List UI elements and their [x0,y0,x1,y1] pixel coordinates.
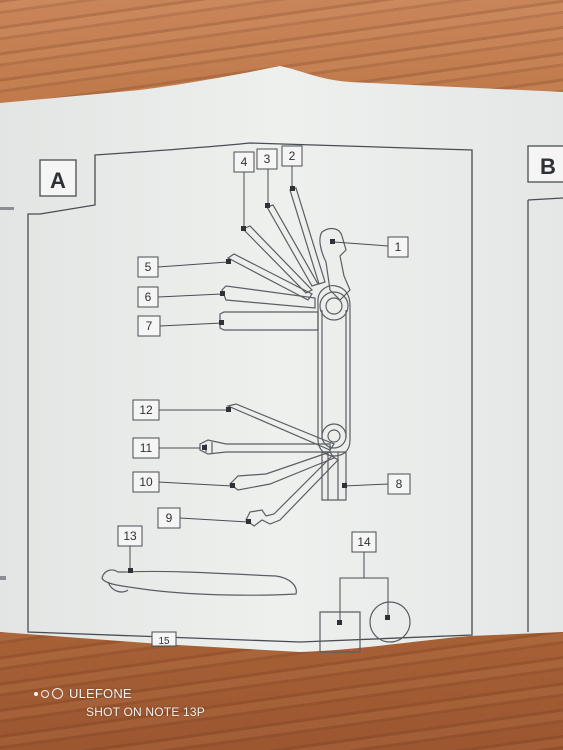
leader-lines [129,164,389,622]
tool-9-chain [245,455,339,527]
callout-box-2 [281,145,303,167]
callout-box-15 [151,631,177,647]
callout-box-12 [132,399,160,421]
callout-9: 9 [166,511,173,525]
callout-1: 1 [395,240,402,254]
callout-11: 11 [140,441,153,455]
edge-mark-top [0,207,14,210]
callout-2: 2 [289,149,296,163]
callout-box-10 [132,471,160,493]
watermark-shot-text: SHOT ON NOTE 13P [86,705,206,719]
callout-box-11 [132,437,160,459]
callout-box-3 [256,148,278,170]
tool-10-screwdriver [229,451,335,491]
bottle-opener [319,227,351,301]
callout-4: 4 [241,155,248,169]
leader-1 [333,241,389,247]
pivot-top-inner [325,297,343,315]
leader-6 [157,293,223,298]
tool-body-inner [321,310,347,438]
callout-12: 12 [139,403,153,417]
callout-13: 13 [123,529,137,543]
panel-b-frame [527,197,563,632]
panel-a-frame [27,142,473,643]
tire-lever-hook [107,581,129,593]
tire-lever [101,569,297,596]
callout-6: 6 [145,290,152,304]
leader-9 [179,517,249,523]
callout-labels: 1 2 3 4 5 6 7 8 9 10 11 12 13 14 15 [123,149,402,647]
watermark-brand: ULEFONE [69,686,132,701]
camera-logo-icon [34,688,63,699]
tool-body-side [317,285,351,457]
callout-box-1 [387,236,409,258]
callout-14: 14 [357,535,371,549]
leader-8 [343,483,389,487]
hex-key-5 [226,253,313,301]
panel-b-letter: B [540,154,556,179]
panel-a-label-box [39,159,77,197]
camera-watermark: ULEFONE SHOT ON NOTE 13P [34,686,205,719]
leader-14-branches [339,577,389,622]
callout-box-13 [117,525,143,547]
panel-a-letter: A [50,168,66,193]
callout-boxes [117,145,411,647]
pivot-bottom-inner [327,429,341,443]
hex-key-3 [266,204,319,287]
callout-15: 15 [158,636,170,647]
callout-5: 5 [145,260,152,274]
panel-b-label-box [527,145,563,183]
callout-box-14 [351,531,377,553]
wheel-part [369,601,411,643]
callout-box-9 [157,507,181,529]
marker-squares [128,186,390,625]
spoke-wrench [319,611,361,653]
pivot-bottom-outer [321,423,347,449]
callout-3: 3 [264,152,271,166]
callout-10: 10 [139,475,153,489]
edge-mark-bottom [0,576,6,580]
hex-key-6 [221,285,316,309]
callout-box-5 [137,256,159,278]
pivot-top-outer [319,291,349,321]
callout-box-7 [137,315,161,337]
callout-7: 7 [146,319,153,333]
hex-key-4 [241,225,314,294]
leader-10 [157,481,233,487]
callout-box-8 [387,473,411,495]
callout-box-6 [137,286,159,308]
leader-7 [159,322,223,327]
tool-12 [226,403,335,451]
paper-sheet [0,66,563,652]
leader-5 [157,261,229,268]
callout-box-4 [233,151,255,173]
callout-8: 8 [396,477,403,491]
multitool-drawing [101,187,411,653]
